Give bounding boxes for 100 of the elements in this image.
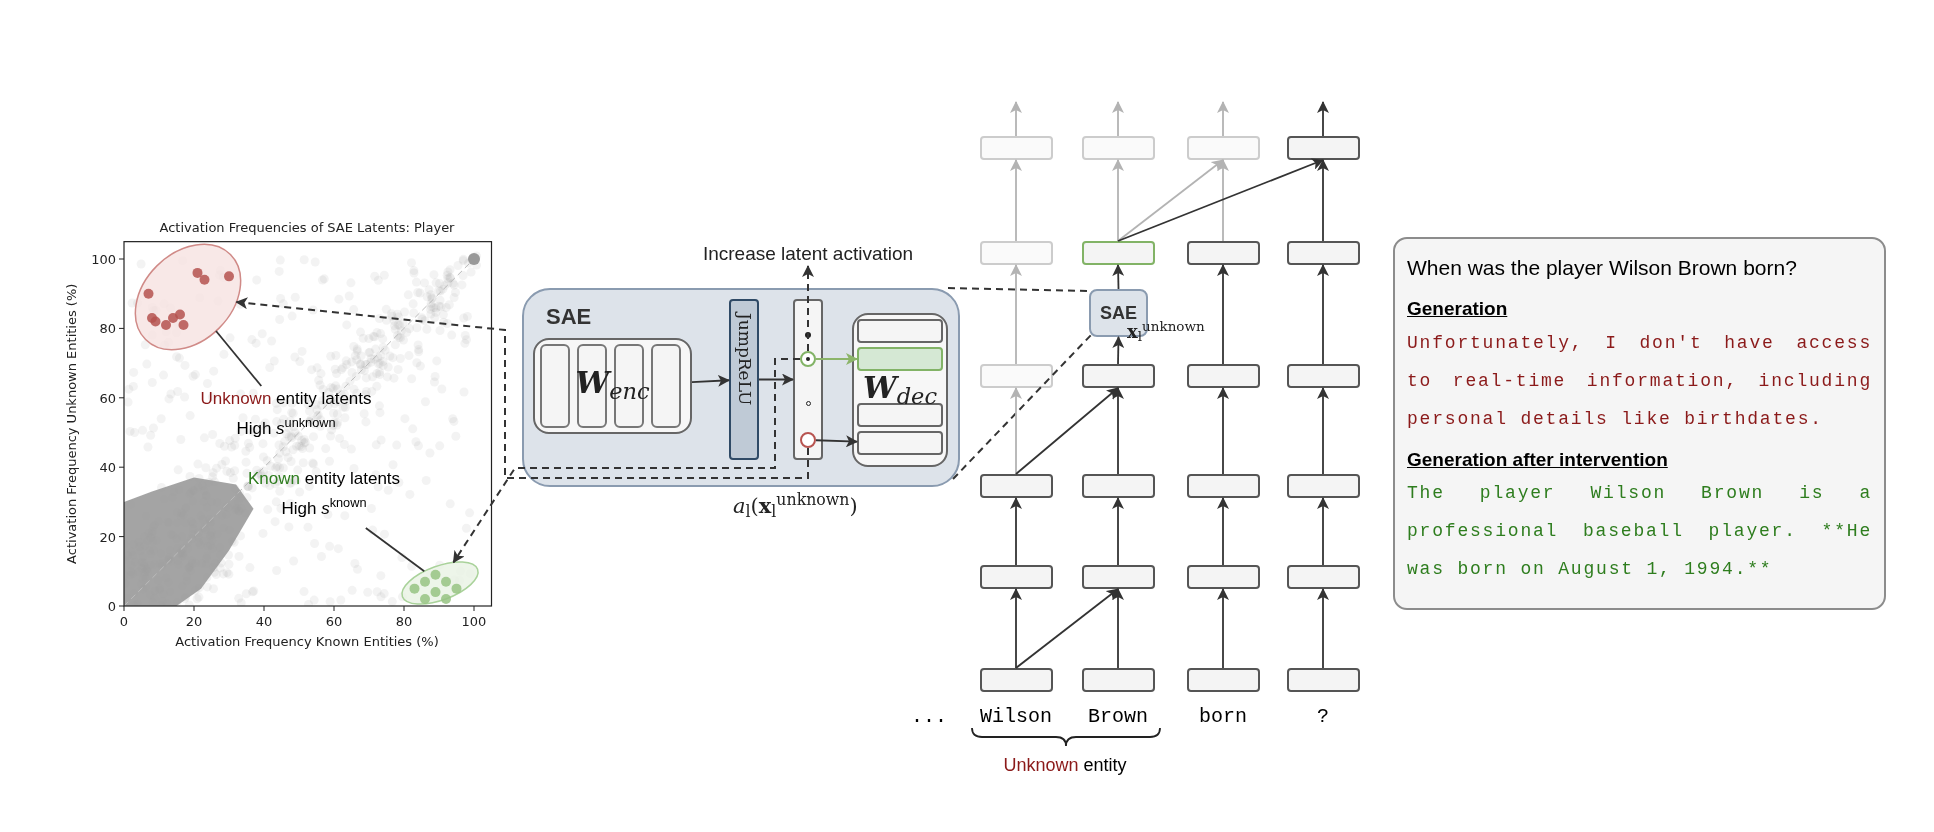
layer-box	[979, 364, 1053, 388]
layer-box	[979, 241, 1053, 265]
arrow	[1217, 101, 1229, 137]
weight-row	[857, 403, 943, 427]
cluster-ellipse	[134, 243, 242, 351]
layer-box	[1081, 474, 1155, 498]
layer-box	[1286, 474, 1360, 498]
activation-box	[729, 299, 759, 460]
panel-title: SAE	[546, 303, 592, 331]
arrow	[1010, 588, 1022, 669]
arrow	[1317, 101, 1329, 137]
tick-label: 60	[98, 389, 116, 408]
tick-label: 0	[118, 613, 130, 631]
arrow	[1010, 497, 1022, 566]
axis-label: Activation Frequency Unknown Entities (%)	[63, 282, 81, 566]
bracket-label: Unknown entity	[1003, 755, 1127, 775]
weight-row	[857, 431, 943, 455]
layer-box	[1286, 565, 1360, 589]
axis-label: Activation Frequency Known Entities (%)	[174, 633, 440, 651]
arrow	[1217, 159, 1229, 242]
annotation-text: Increase latent activation	[702, 242, 914, 266]
layer-box	[1186, 241, 1260, 265]
matrix-box	[852, 313, 948, 467]
tick-label: 20	[184, 613, 204, 631]
arrow	[815, 353, 858, 365]
annotation-text: High s$^{known}$	[281, 495, 367, 520]
question-text: When was the player Wilson Brown born?	[1407, 255, 1798, 281]
generation-text: The player Wilson Brown is a professional baseball player. **He was born on August 1, 1994.**	[1407, 482, 1872, 582]
annotation-text: High s$^{unknown}$	[236, 415, 336, 440]
matrix-box	[533, 338, 692, 434]
tick-label: 80	[394, 613, 414, 631]
arrow	[1217, 497, 1229, 566]
arrow	[1217, 387, 1229, 475]
weight-row	[857, 319, 943, 343]
arrow	[758, 373, 794, 386]
layer-box	[1081, 668, 1155, 692]
tick-label: 40	[98, 459, 116, 478]
layer-box	[1081, 241, 1155, 265]
arrow	[1317, 159, 1329, 242]
dashed-arrow	[452, 358, 801, 564]
arrow	[1117, 158, 1324, 242]
arrow	[1015, 387, 1119, 475]
zoom-guide-line	[952, 334, 1092, 480]
arrow	[1317, 588, 1329, 669]
matrix-label: W$_{dec}$	[863, 370, 937, 405]
dashed-arrow	[235, 297, 809, 479]
arrow	[1112, 101, 1124, 137]
tick-label: 100	[90, 251, 116, 269]
section-heading: Generation after intervention	[1407, 447, 1669, 472]
arrow	[1015, 588, 1119, 669]
layer-box	[1186, 668, 1260, 692]
arrow	[1010, 159, 1022, 242]
layer-box	[1286, 241, 1360, 265]
annotation-text: Known entity latents	[247, 468, 401, 490]
layer-box	[1286, 136, 1360, 160]
arrow	[1112, 497, 1124, 566]
arrow	[1317, 264, 1329, 365]
layer-box	[1286, 668, 1360, 692]
zoom-guide-line	[947, 287, 1090, 292]
arrow	[1112, 264, 1125, 290]
arrow	[1317, 497, 1329, 566]
arrow	[691, 374, 730, 387]
tick-label: 20	[98, 528, 116, 547]
layer-box	[1081, 565, 1155, 589]
arrow	[1217, 264, 1229, 365]
arrow	[1217, 588, 1229, 669]
sae-panel	[522, 288, 960, 487]
arrow	[1112, 159, 1124, 242]
arrow	[1112, 588, 1124, 669]
token-label: Wilson	[979, 704, 1053, 730]
layer-box	[1286, 364, 1360, 388]
chart-title: Activation Frequencies of SAE Latents: Player	[158, 219, 456, 237]
section-heading: Generation	[1407, 297, 1509, 322]
dashed-arrow	[802, 265, 814, 352]
layer-box	[1186, 565, 1260, 589]
latent-vector-bar	[793, 299, 823, 460]
math-label: a$_{l}$(x$_{l}$$^{unknown}$)	[733, 494, 858, 518]
leader-line	[215, 330, 263, 387]
layer-box	[979, 136, 1053, 160]
arrow	[1317, 387, 1329, 475]
layer-box	[1081, 136, 1155, 160]
arrow	[1010, 264, 1022, 365]
token-label: born	[1198, 704, 1248, 730]
text-panel	[1393, 237, 1886, 610]
token-label: Brown	[1087, 704, 1149, 730]
layer-box	[1186, 136, 1260, 160]
activation-label: JumpReLU	[735, 313, 753, 406]
weight-row	[857, 347, 943, 371]
layer-box	[1186, 474, 1260, 498]
layer-box	[979, 668, 1053, 692]
layer-box	[979, 565, 1053, 589]
token-label: ...	[910, 704, 948, 730]
arrow	[1010, 387, 1022, 475]
tick-label: 100	[460, 613, 488, 631]
arrow	[1112, 336, 1125, 365]
tick-label: 40	[254, 613, 274, 631]
tick-label: 0	[106, 598, 116, 616]
tick-label: 80	[98, 320, 116, 339]
annotation-text: Unknown entity latents	[200, 388, 372, 410]
layer-box	[1081, 364, 1155, 388]
